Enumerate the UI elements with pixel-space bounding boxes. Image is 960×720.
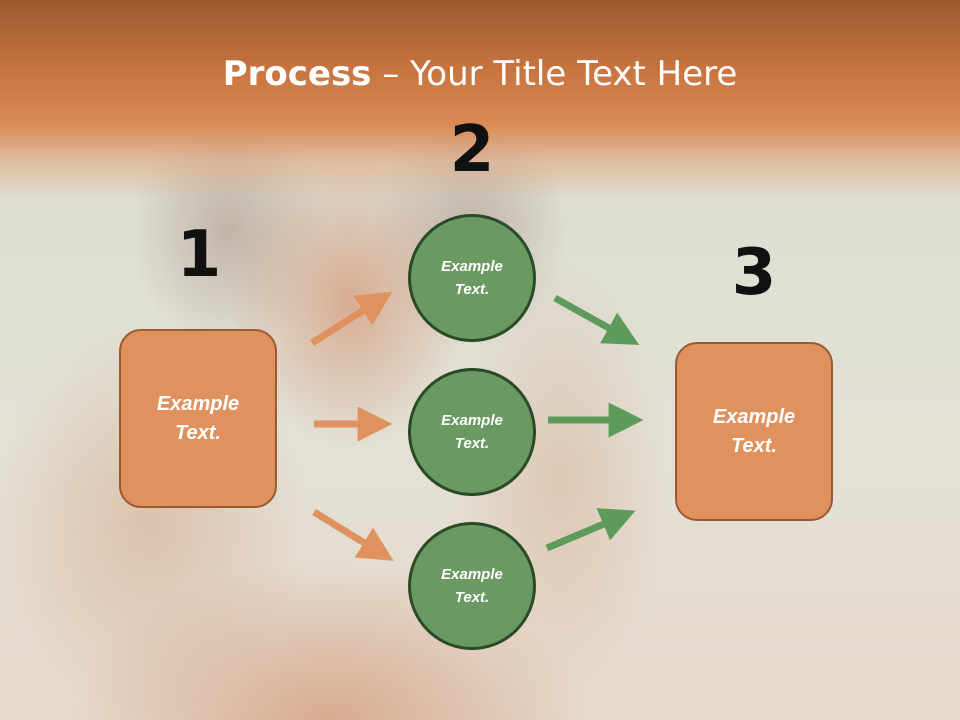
step-2-circle-middle[interactable]: Example Text. — [408, 368, 536, 496]
step-2-circle-bottom[interactable]: Example Text. — [408, 522, 536, 650]
step-2-circle-bottom-text: Example Text. — [441, 566, 503, 606]
slide-title: Process – Your Title Text Here — [0, 52, 960, 96]
step-1-box[interactable]: Example Text. — [119, 329, 277, 508]
step-2-circle-middle-text: Example Text. — [441, 412, 503, 452]
arrow-2a-to-3 — [553, 294, 640, 345]
arrow-1-to-2c — [312, 509, 394, 561]
step-number-3: 3 — [731, 236, 777, 310]
step-number-1: 1 — [176, 218, 222, 292]
title-bold: Process — [222, 54, 372, 94]
step-3-box[interactable]: Example Text. — [675, 342, 833, 521]
step-1-text: Example Text. — [156, 392, 240, 444]
step-2-circle-top-text: Example Text. — [441, 258, 503, 298]
step-3-text: Example Text. — [712, 405, 796, 457]
step-number-2: 2 — [449, 113, 495, 187]
title-rest: – Your Title Text Here — [371, 54, 738, 94]
arrow-1-to-2a — [310, 291, 393, 346]
header-band — [0, 0, 960, 200]
arrow-2c-to-3 — [545, 508, 636, 552]
step-2-circle-top[interactable]: Example Text. — [408, 214, 536, 342]
